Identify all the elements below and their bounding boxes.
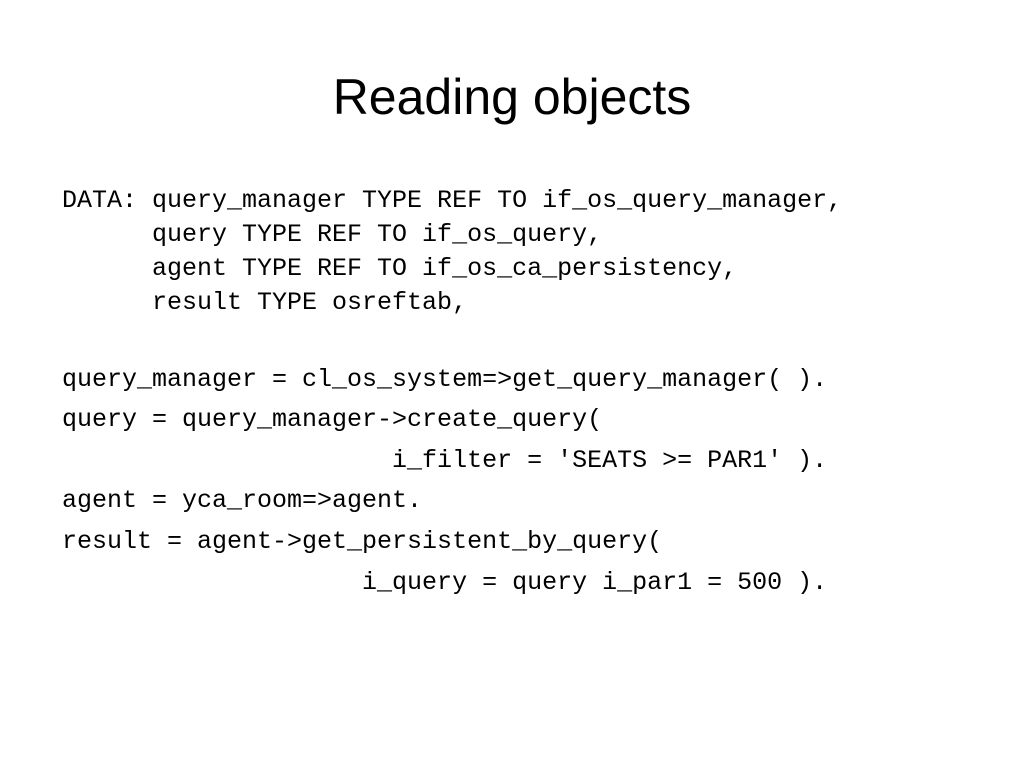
code-line-1: DATA: query_manager TYPE REF TO if_os_qu… bbox=[62, 186, 843, 215]
code-line-4: result TYPE osreftab, bbox=[62, 288, 468, 317]
code-line-3: agent TYPE REF TO if_os_ca_persistency, bbox=[62, 254, 738, 283]
code-line-8: agent = yca_room=>agent. bbox=[62, 486, 423, 515]
code-line-7: i_filter = 'SEATS >= PAR1' ). bbox=[62, 446, 828, 475]
code-line-2: query TYPE REF TO if_os_query, bbox=[62, 220, 603, 249]
code-line-9: result = agent->get_persistent_by_query( bbox=[62, 527, 663, 556]
code-line-5: query_manager = cl_os_system=>get_query_… bbox=[62, 365, 828, 394]
code-line-6: query = query_manager->create_query( bbox=[62, 405, 603, 434]
code-line-10: i_query = query i_par1 = 500 ). bbox=[62, 568, 828, 597]
slide-title: Reading objects bbox=[332, 69, 692, 125]
